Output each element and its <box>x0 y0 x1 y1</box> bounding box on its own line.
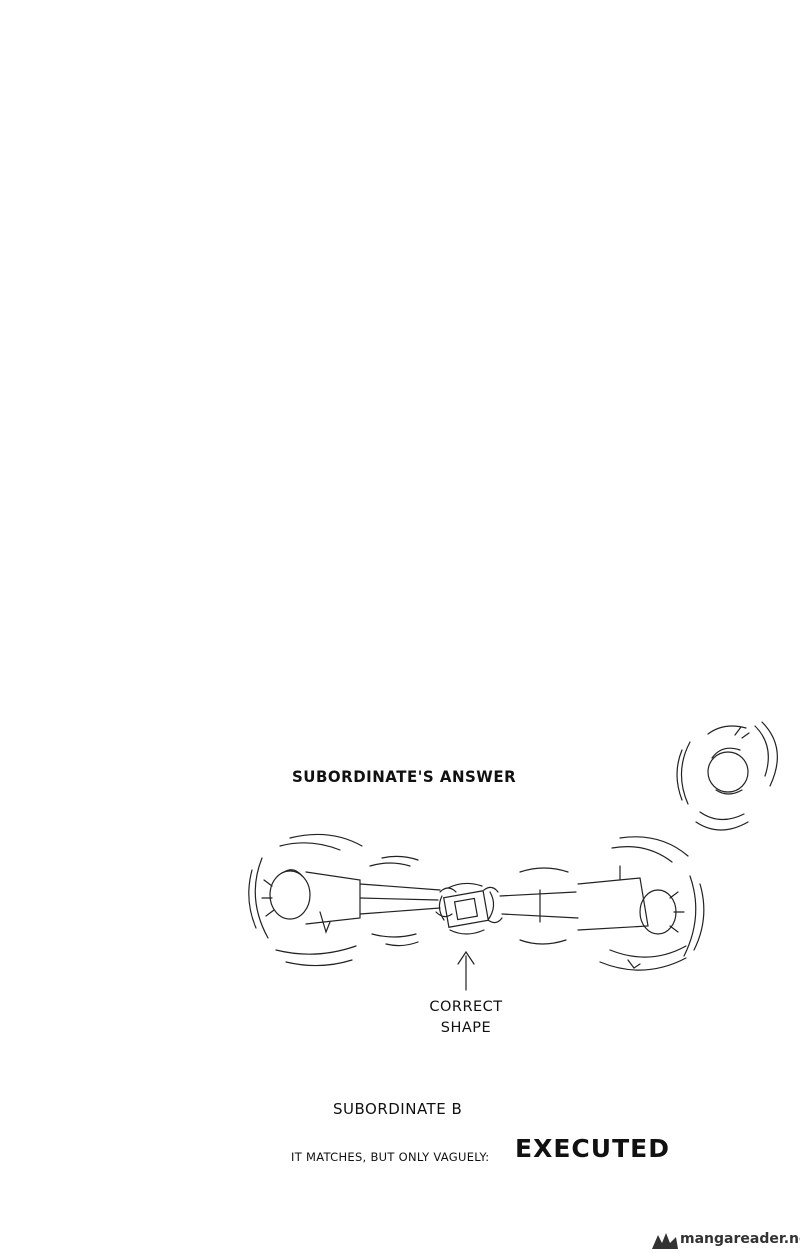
caption-correct-shape: CORRECT SHAPE <box>410 997 522 1039</box>
small-figure-top-right <box>676 721 778 831</box>
caption-correct-line1: CORRECT <box>429 999 503 1015</box>
caption-subordinate-b: SUBORDINATE B <box>333 1100 463 1118</box>
caption-matches-vaguely: IT MATCHES, BUT ONLY VAGUELY: <box>291 1150 490 1164</box>
left-figure <box>248 833 441 967</box>
caption-subordinate-answer: SUBORDINATE'S ANSWER <box>292 767 517 787</box>
device-center <box>435 882 503 935</box>
caption-correct-line2: SHAPE <box>440 1020 492 1036</box>
caption-executed: EXECUTED <box>515 1134 670 1163</box>
watermark-text: mangareader.net <box>680 1231 800 1247</box>
arrow-up <box>457 950 475 991</box>
right-figure <box>499 836 705 971</box>
manga-logo-icon <box>652 1233 678 1249</box>
